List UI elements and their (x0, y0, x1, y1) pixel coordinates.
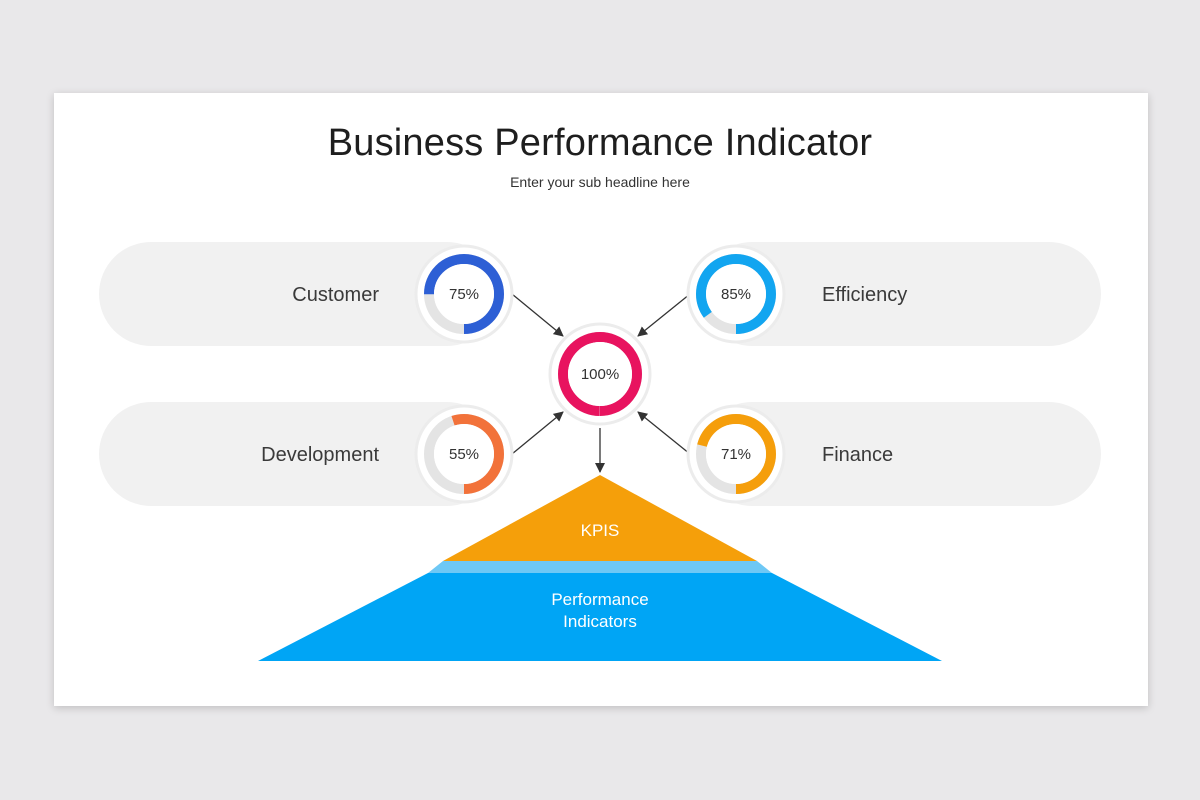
center-ring-progress-arc (558, 332, 642, 416)
kpi-ring-customer-inner-disc (434, 264, 494, 324)
center-ring-inner-disc (568, 342, 632, 406)
kpi-value-development: 55% (448, 445, 480, 463)
page-subtitle: Enter your sub headline here (510, 174, 690, 190)
customer-arrow (511, 293, 564, 337)
finance-arrow (637, 411, 691, 455)
pyramid-bottom-label-line2: Indicators (563, 612, 637, 631)
development-arrow (511, 411, 564, 455)
kpi-value-customer: 75% (448, 285, 480, 303)
kpi-ring-development-inner-disc (434, 424, 494, 484)
pyramid-top-shape (443, 475, 757, 561)
center-value: 100% (580, 365, 620, 383)
kpi-ring-efficiency-progress-arc (696, 254, 776, 334)
kpi-label-development: Development (261, 444, 379, 466)
kpi-ring-development: 55% (414, 404, 514, 504)
pyramid-bottom-label-line1: Performance (551, 590, 649, 609)
kpi-ring-efficiency: 85% (686, 244, 786, 344)
center-ring: 100% (548, 322, 652, 426)
kpi-label-efficiency: Efficiency (822, 284, 908, 306)
kpi-value-finance: 71% (720, 445, 752, 463)
kpi-ring-efficiency-inner-disc (706, 264, 766, 324)
pyramid-middle-band (428, 561, 772, 573)
pyramid-top-label: KPIS (580, 521, 620, 540)
kpi-ring-finance-progress-arc (696, 414, 776, 494)
kpi-value-efficiency: 85% (720, 285, 752, 303)
pyramid-bottom-shape (258, 573, 942, 661)
kpi-label-finance: Finance (822, 444, 894, 466)
kpi-ring-customer-progress-arc (424, 254, 504, 334)
efficiency-arrow (637, 293, 691, 337)
kpi-label-customer: Customer (292, 284, 379, 306)
kpi-ring-finance: 71% (686, 404, 786, 504)
kpi-ring-customer: 75% (414, 244, 514, 344)
kpi-ring-finance-inner-disc (706, 424, 766, 484)
kpi-ring-development-progress-arc (424, 414, 504, 494)
page-title: Business Performance Indicator (327, 122, 873, 164)
